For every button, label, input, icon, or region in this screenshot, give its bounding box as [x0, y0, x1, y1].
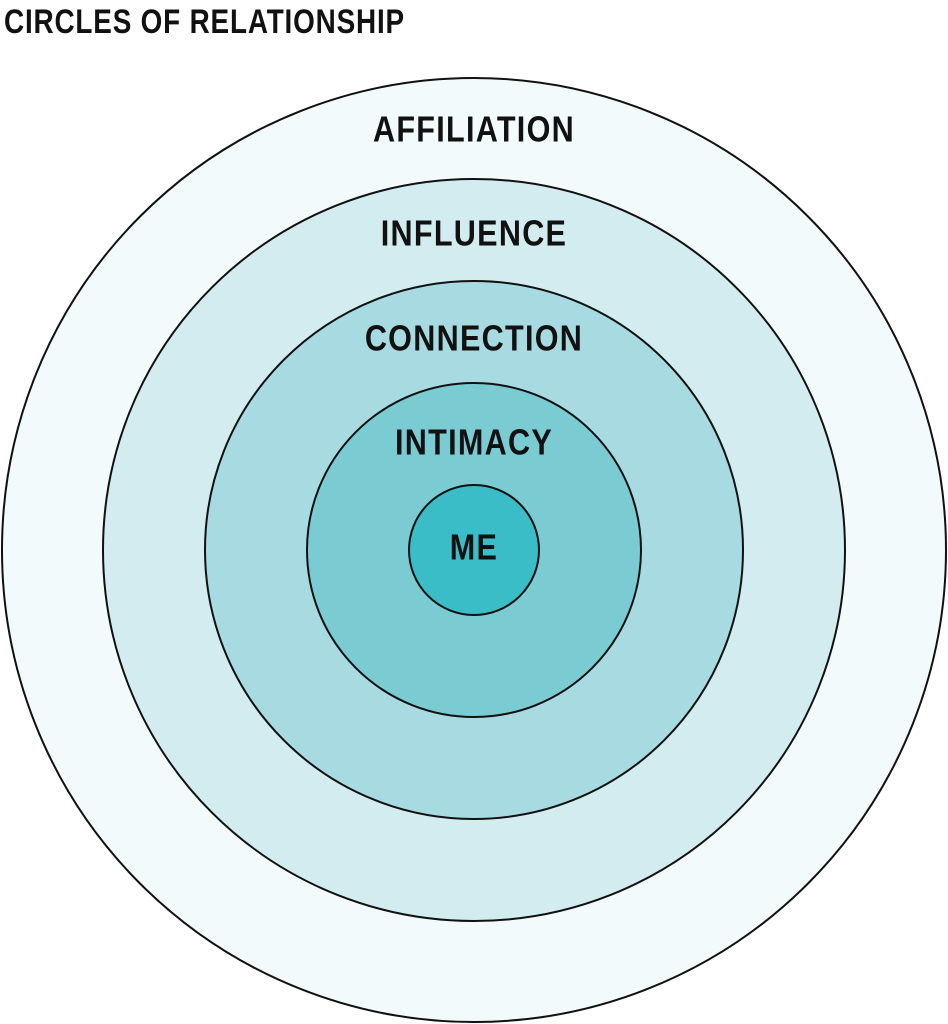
- label-intimacy: INTIMACY: [395, 423, 553, 463]
- label-me: ME: [450, 528, 498, 568]
- diagram-title: CIRCLES OF RELATIONSHIP: [4, 3, 405, 41]
- label-affiliation: AFFILIATION: [373, 110, 575, 150]
- circle-me: [408, 484, 540, 616]
- ring-me: ME: [408, 484, 540, 616]
- label-connection: CONNECTION: [365, 319, 583, 359]
- label-influence: INFLUENCE: [381, 214, 567, 254]
